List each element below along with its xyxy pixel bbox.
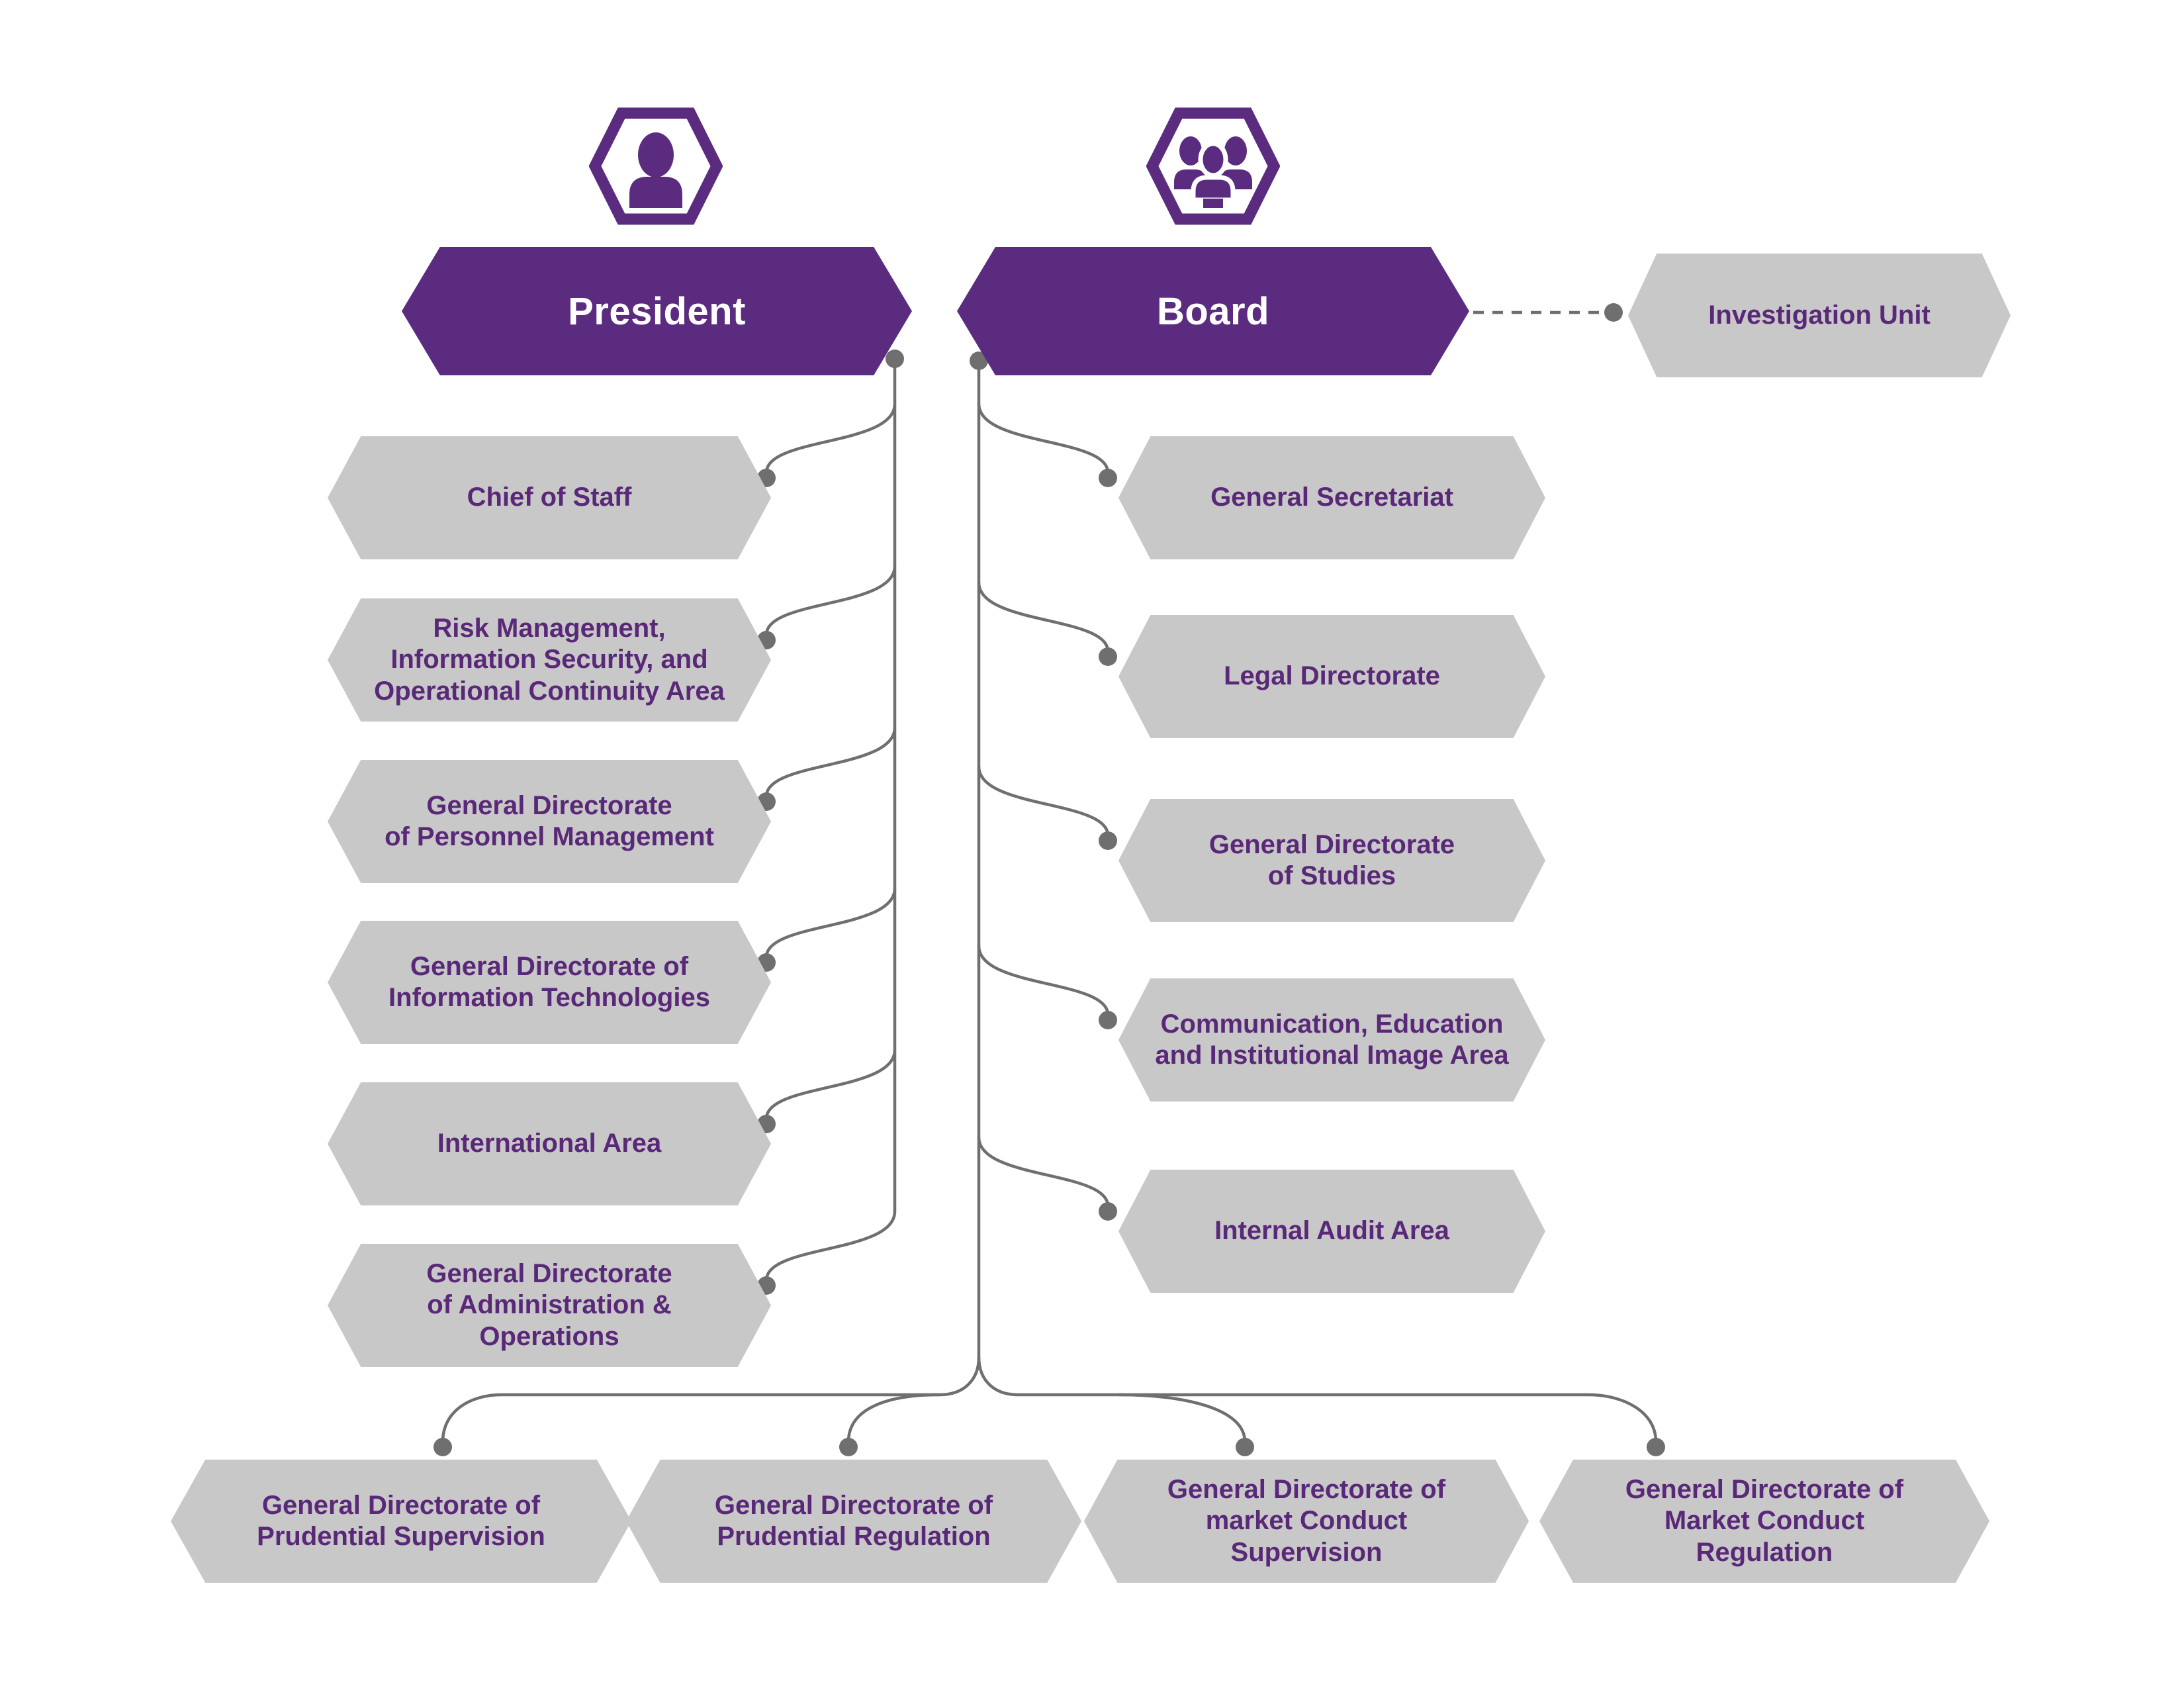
node-market-conduct-supervision: General Directorate of market Conduct Su… xyxy=(1084,1460,1529,1583)
node-chief-of-staff: Chief of Staff xyxy=(328,436,771,559)
node-prudential-regulation: General Directorate of Prudential Regula… xyxy=(626,1460,1081,1583)
node-personnel-management: General Directorate of Personnel Managem… xyxy=(328,760,771,883)
connector-dot xyxy=(886,350,904,368)
connector-curve xyxy=(764,1049,897,1119)
connector-fan-right xyxy=(977,1356,1658,1442)
connector-dot xyxy=(970,352,988,370)
node-general-secretariat: General Secretariat xyxy=(1118,436,1545,559)
connector-dot xyxy=(839,1438,858,1456)
node-market-conduct-regulation: General Directorate of Market Conduct Re… xyxy=(1539,1460,1989,1583)
connector-dot xyxy=(1099,469,1117,487)
connector-curve xyxy=(1118,1393,1247,1442)
connector-dot xyxy=(433,1438,452,1456)
connector-curve xyxy=(764,565,897,635)
connector-curve xyxy=(846,1393,940,1442)
connector-curve xyxy=(977,945,1110,1015)
connector-curve xyxy=(977,582,1110,652)
connector-dot xyxy=(1647,1438,1665,1456)
connector-dot xyxy=(1236,1438,1254,1456)
connector-curve xyxy=(764,888,897,958)
connector-curve xyxy=(764,403,897,473)
node-investigation-unit: Investigation Unit xyxy=(1628,254,2011,377)
connector-fan-left xyxy=(441,1356,981,1442)
node-administration-operations: General Directorate of Administration & … xyxy=(328,1244,771,1367)
connector-curve xyxy=(764,1211,897,1281)
connector-dot xyxy=(1604,303,1623,322)
connector-dot xyxy=(1099,647,1117,666)
node-legal-directorate: Legal Directorate xyxy=(1118,615,1545,738)
connector-dot xyxy=(1099,1202,1117,1221)
connector-curve xyxy=(977,766,1110,836)
node-risk-management-area: Risk Management, Information Security, a… xyxy=(328,598,771,722)
node-internal-audit-area: Internal Audit Area xyxy=(1118,1170,1545,1293)
connector-dot xyxy=(1099,1011,1117,1029)
node-president: President xyxy=(402,247,912,375)
node-board: Board xyxy=(957,247,1469,375)
node-prudential-supervision: General Directorate of Prudential Superv… xyxy=(171,1460,631,1583)
connector-curve xyxy=(764,727,897,797)
node-information-technologies: General Directorate of Information Techn… xyxy=(328,921,771,1044)
connector-curve xyxy=(977,403,1110,473)
node-studies: General Directorate of Studies xyxy=(1118,799,1545,922)
people-group-icon xyxy=(1146,107,1280,225)
connector-dot xyxy=(1099,831,1117,850)
node-communication-education-image: Communication, Education and Institution… xyxy=(1118,978,1545,1102)
connector-curve xyxy=(977,1137,1110,1207)
node-international-area: International Area xyxy=(328,1082,771,1205)
person-icon xyxy=(589,107,723,225)
